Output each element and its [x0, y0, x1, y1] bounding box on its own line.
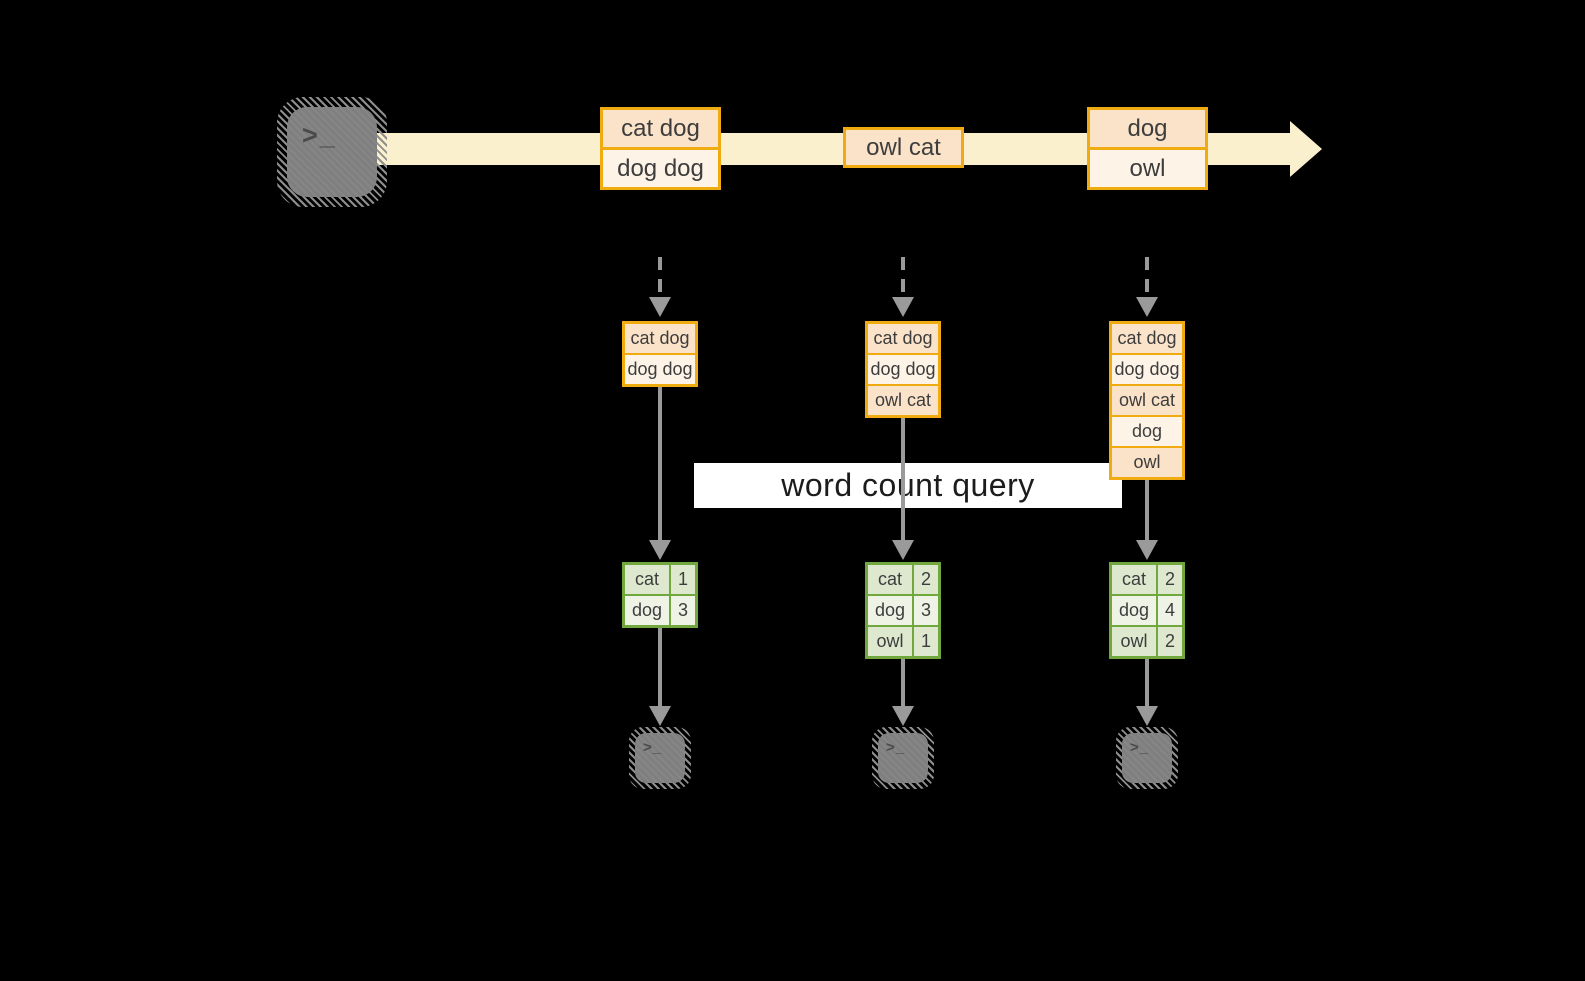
- connector-line: [1145, 479, 1149, 540]
- arrow-down-icon: [892, 540, 914, 560]
- query-label-band: word count query: [694, 463, 1122, 508]
- arrow-down-icon: [1136, 706, 1158, 726]
- count-row: dog 4: [1112, 594, 1182, 625]
- event-line: cat dog: [603, 110, 718, 147]
- connector-line: [901, 658, 905, 706]
- query-label: word count query: [781, 467, 1035, 503]
- count-row: cat 2: [1112, 565, 1182, 594]
- connector-line: [658, 627, 662, 706]
- buffer-row: owl cat: [868, 384, 938, 415]
- arrow-down-icon: [892, 297, 914, 317]
- event-line: owl: [1090, 147, 1205, 187]
- word-cell: cat: [1121, 569, 1146, 589]
- count-row: cat 2: [868, 565, 938, 594]
- terminal-prompt-icon: >_: [1130, 739, 1150, 756]
- stream-event-box: dog owl: [1087, 107, 1208, 190]
- stream-arrowhead-icon: [1290, 121, 1322, 177]
- terminal-body: >_: [878, 733, 928, 783]
- arrow-down-icon: [649, 706, 671, 726]
- buffer-row: cat dog: [868, 324, 938, 353]
- count-row: dog 3: [625, 594, 695, 625]
- word-cell: cat: [634, 569, 659, 589]
- count-table: cat 2 dog 3 owl 1: [865, 562, 941, 659]
- event-line: owl cat: [846, 130, 961, 165]
- word-cell: dog: [631, 600, 663, 620]
- stream-event-box: cat dog dog dog: [600, 107, 721, 190]
- output-terminal-icon: >_: [629, 727, 691, 789]
- buffer-row: owl: [1112, 446, 1182, 477]
- arrow-down-icon: [1136, 297, 1158, 317]
- buffer-row: cat dog: [625, 324, 695, 353]
- buffer-row: owl cat: [1112, 384, 1182, 415]
- count-cell: 3: [669, 596, 695, 625]
- terminal-prompt-icon: >_: [302, 120, 337, 150]
- count-cell: 1: [669, 565, 695, 594]
- buffer-row: dog dog: [1112, 353, 1182, 384]
- count-cell: 3: [912, 596, 938, 625]
- word-cell: owl: [1120, 631, 1148, 651]
- output-terminal-icon: >_: [1116, 727, 1178, 789]
- terminal-prompt-icon: >_: [886, 739, 906, 756]
- buffer-stack: cat dog dog dog owl cat: [865, 321, 941, 418]
- count-cell: 1: [912, 627, 938, 656]
- word-cell: owl: [876, 631, 904, 651]
- terminal-prompt-icon: >_: [643, 739, 663, 756]
- dashed-arrow-line: [1145, 257, 1149, 299]
- stream-event-box: owl cat: [843, 127, 964, 168]
- count-row: owl 2: [1112, 625, 1182, 656]
- buffer-stack: cat dog dog dog owl cat dog owl: [1109, 321, 1185, 480]
- arrow-down-icon: [649, 297, 671, 317]
- buffer-row: dog: [1112, 415, 1182, 446]
- dashed-arrow-line: [658, 257, 662, 299]
- event-line: dog dog: [603, 147, 718, 187]
- dashed-arrow-line: [901, 257, 905, 299]
- word-cell: dog: [1118, 600, 1150, 620]
- terminal-body: >_: [1122, 733, 1172, 783]
- terminal-body: >_: [635, 733, 685, 783]
- buffer-row: dog dog: [868, 353, 938, 384]
- event-line: dog: [1090, 110, 1205, 147]
- count-cell: 4: [1156, 596, 1182, 625]
- buffer-stack: cat dog dog dog: [622, 321, 698, 387]
- terminal-body: >_: [287, 107, 377, 197]
- word-cell: cat: [877, 569, 902, 589]
- count-row: owl 1: [868, 625, 938, 656]
- connector-line: [658, 386, 662, 540]
- count-row: dog 3: [868, 594, 938, 625]
- count-table: cat 1 dog 3: [622, 562, 698, 628]
- count-table: cat 2 dog 4 owl 2: [1109, 562, 1185, 659]
- word-cell: dog: [874, 600, 906, 620]
- count-cell: 2: [1156, 565, 1182, 594]
- count-cell: 2: [912, 565, 938, 594]
- connector-line: [901, 417, 905, 540]
- arrow-down-icon: [649, 540, 671, 560]
- arrow-down-icon: [892, 706, 914, 726]
- buffer-row: dog dog: [625, 353, 695, 384]
- count-row: cat 1: [625, 565, 695, 594]
- output-terminal-icon: >_: [872, 727, 934, 789]
- connector-line: [1145, 658, 1149, 706]
- source-terminal-icon: >_: [277, 97, 387, 207]
- buffer-row: cat dog: [1112, 324, 1182, 353]
- count-cell: 2: [1156, 627, 1182, 656]
- arrow-down-icon: [1136, 540, 1158, 560]
